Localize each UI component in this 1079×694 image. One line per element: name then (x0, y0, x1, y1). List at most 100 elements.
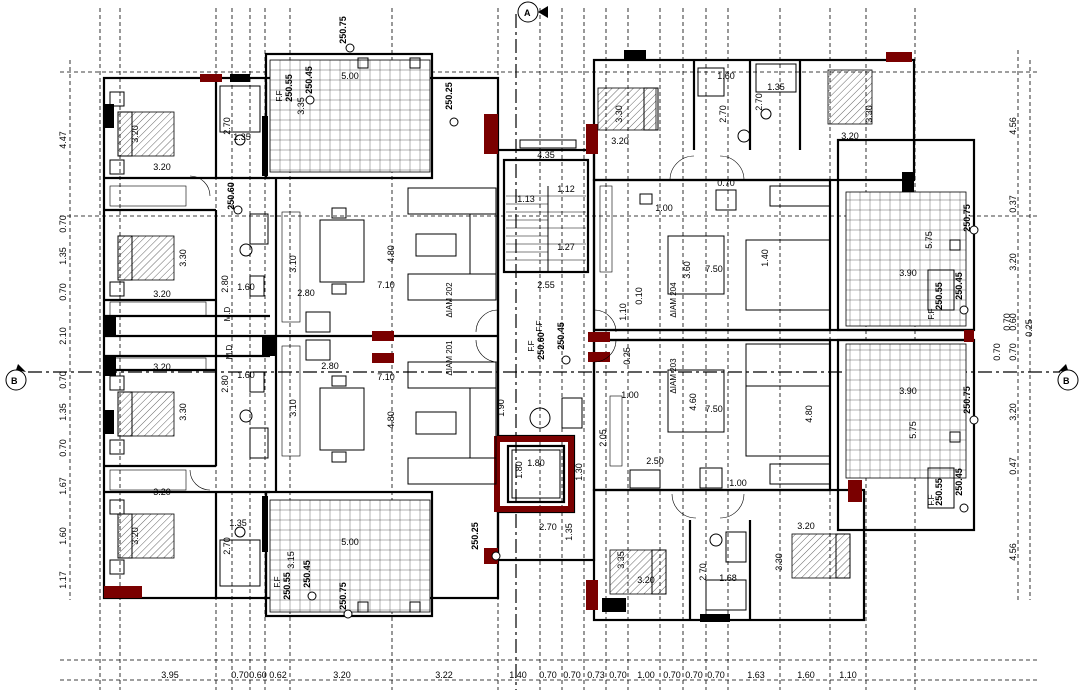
room-dim-wc-l2-a: 2.80 (220, 275, 230, 293)
room-dim-bed-r1-w: 3.20 (611, 136, 629, 146)
room-dim-stair-c: 1.13 (517, 194, 535, 204)
dim-bottom-4: 3.20 (333, 670, 351, 680)
dim-left-6: 1.35 (58, 403, 68, 421)
room-dim-dining-r1-w: 7.50 (705, 264, 723, 274)
room-dim-k-r-small3: 2.05 (598, 429, 608, 447)
dim-bottom-10: 0.70 (609, 670, 627, 680)
room-dim-terr-r2-w: 3.90 (899, 386, 917, 396)
dim-left-4: 2.10 (58, 327, 68, 345)
room-dim-bed-r2-w: 3.20 (841, 131, 859, 141)
level-lvl-bot-balc3: 250.75 (338, 582, 348, 610)
level-lvl-bot-balc2: 250.55 (282, 572, 292, 600)
level-lvl-top-bed: 250.25 (444, 82, 454, 110)
dim-bottom-5: 3.22 (435, 670, 453, 680)
dim-bottom-17: 1.10 (839, 670, 857, 680)
tag-ff6: F.F (527, 340, 536, 351)
level-lvl-r-terr3: 250.55 (934, 282, 944, 310)
room-dim-bed-left-3-h: 3.30 (178, 403, 188, 421)
dim-right-4: 0.25 (1024, 319, 1034, 337)
room-dim-wc-l3-b: 1.60 (237, 370, 255, 380)
columns (104, 50, 974, 622)
dim-bottom-15: 1.63 (747, 670, 765, 680)
room-dim-stair-b: 1.12 (557, 184, 575, 194)
room-dim-bath-l4-b: 1.35 (229, 518, 247, 528)
room-dim-living-l-w: 7.10 (377, 280, 395, 290)
dim-right-2: 3.20 (1008, 253, 1018, 271)
axis-markers: A B B (5, 1, 1079, 391)
room-dim-bath-l1-a: 2.70 (222, 117, 232, 135)
room-dim-stair-a: 4.35 (537, 150, 555, 160)
room-dim-bed-left-top-h: 3.20 (130, 125, 140, 143)
room-dim-terr-r1-h: 5.75 (924, 231, 934, 249)
room-dim-bath-r2-a: 1.35 (767, 82, 785, 92)
dim-left-1: 0.70 (58, 215, 68, 233)
dim-bottom-8: 0.70 (563, 670, 581, 680)
tag-flat-202: ΔΙΑΜ 202 (445, 282, 454, 318)
dim-right-5: 0.70 (1008, 343, 1018, 361)
dim-bottom-16: 1.60 (797, 670, 815, 680)
dim-left-10: 1.17 (58, 571, 68, 589)
room-dim-kitchen-r1: 1.00 (655, 203, 673, 213)
room-dim-bed-r1-h: 3.30 (614, 105, 624, 123)
level-lvl-r-terr1: 250.75 (962, 204, 972, 232)
room-dim-bath-r3-a: 1.68 (719, 573, 737, 583)
room-dim-lift-f: 1.35 (564, 523, 574, 541)
room-dim-lift-b: 1.80 (514, 461, 524, 479)
dim-bottom-7: 0.70 (539, 670, 557, 680)
tag-ff3: F.F (273, 576, 282, 587)
room-dim-landing-w: 2.55 (537, 280, 555, 290)
room-dim-kitchen-r2: 1.00 (621, 390, 639, 400)
room-dim-lift-d: 1.30 (574, 463, 584, 481)
room-dim-bath-r1-b: 2.70 (718, 105, 728, 123)
dim-bottom-9: 0.73 (587, 670, 605, 680)
axis-label-right: B (1063, 376, 1070, 386)
dim-right-8: 4.56 (1008, 543, 1018, 561)
room-dim-bed-left-4-w: 3.20 (153, 487, 171, 497)
room-dim-bath-l4-a: 2.70 (222, 537, 232, 555)
dim-bottom-13: 0.70 (685, 670, 703, 680)
room-dim-corr-l-a: 0.70 (992, 343, 1002, 361)
room-dim-wc-l2-b: 1.60 (237, 282, 255, 292)
room-dim-k-r-small2: 2.50 (646, 456, 664, 466)
level-lvl-bot-balc: 250.45 (302, 560, 312, 588)
dim-right-1: 0.37 (1008, 195, 1018, 213)
tag-ff5: F.F (927, 494, 936, 505)
room-dim-kitchen-l-w: 2.80 (297, 288, 315, 298)
room-dim-bed-left-4-h: 3.20 (130, 527, 140, 545)
level-lvl-left-hall: 250.60 (226, 182, 236, 210)
level-labels: 250.75 250.55 250.45 250.25 250.60 250.60 250.… (226, 16, 972, 610)
room-dim-lift-e: 2.70 (539, 522, 557, 532)
dim-left-8: 1.67 (58, 477, 68, 495)
room-dim-liv-r1: 1.40 (760, 249, 770, 267)
stair-treads (506, 139, 586, 272)
room-dim-bed-r3-w: 3.20 (637, 575, 655, 585)
dim-left-9: 1.60 (58, 527, 68, 545)
dim-left-0: 4.47 (58, 131, 68, 149)
dim-bottom-2: 0.60 (249, 670, 267, 680)
room-dim-dining-r1-h: 3.60 (682, 261, 692, 279)
axis-label-left: B (11, 376, 18, 386)
tag-ff1: F.F (275, 90, 284, 101)
room-dim-k-r-small1: 0.70 (717, 178, 735, 188)
room-dim-kitchen-l2-w: 2.80 (321, 361, 339, 371)
room-dim-dining-r2-w: 7.50 (705, 404, 723, 414)
room-dim-balc-bot-w: 5.00 (341, 537, 359, 547)
room-dim-kitchen-l2-h: 3.10 (288, 399, 298, 417)
room-dim-bed-left-3-w: 3.20 (153, 362, 171, 372)
room-dim-bed-r4-h: 3.30 (774, 553, 784, 571)
tag-flat-203: ΔΙΑΜ 203 (669, 358, 678, 394)
dim-right-3: 0.60 (1008, 313, 1018, 331)
tag-md2: M.D (225, 344, 234, 359)
level-lvl-stair: 250.60 (536, 332, 546, 360)
room-dim-landing-c: 1.10 (618, 303, 628, 321)
dim-bottom-12: 0.70 (663, 670, 681, 680)
tag-ff2: F.F (535, 320, 544, 331)
room-dim-bed-left-top-w: 3.20 (153, 162, 171, 172)
room-dim-balc-bot-h: 3.15 (286, 551, 296, 569)
room-dim-lift-a: 1.80 (527, 458, 545, 468)
dim-right-7: 0.47 (1008, 457, 1018, 475)
dim-left-7: 0.70 (58, 439, 68, 457)
room-dim-corr-l-b: 0.70 (1002, 313, 1012, 331)
